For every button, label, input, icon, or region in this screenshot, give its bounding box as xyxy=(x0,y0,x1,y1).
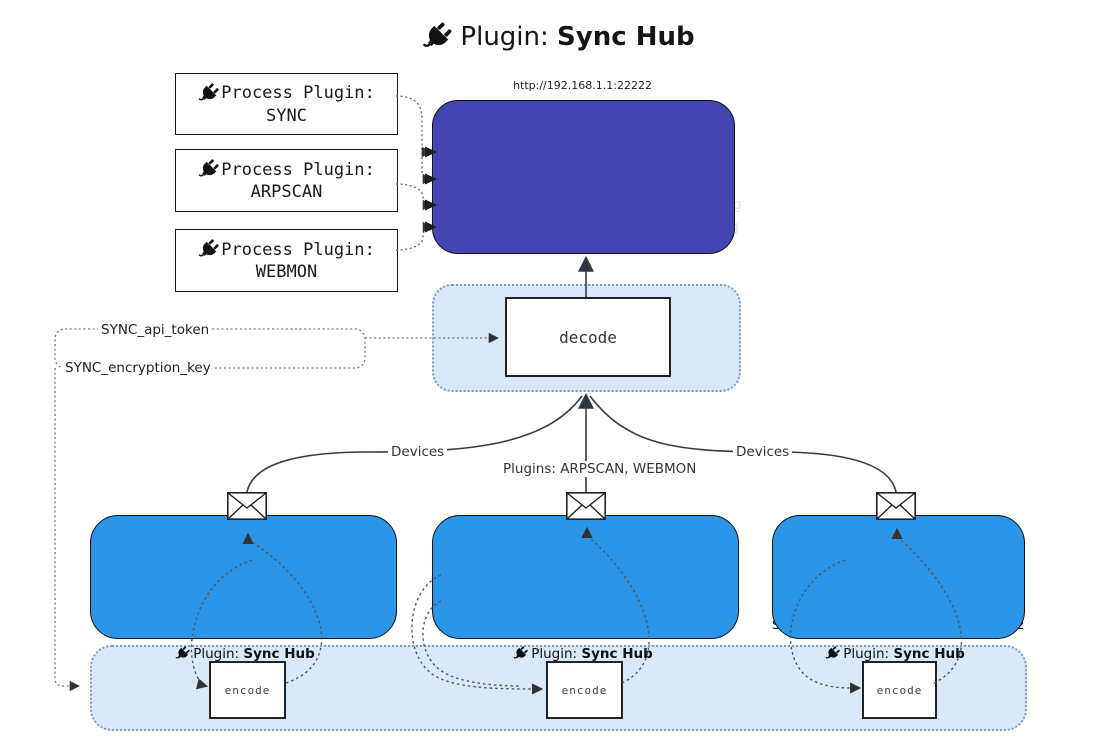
devices-label-left: Devices xyxy=(388,444,448,460)
process-plugin-box-sync: Process Plugin: SYNC xyxy=(175,73,398,135)
encode-box-1: encode xyxy=(209,661,286,719)
process-plugin-label: Process Plugin: xyxy=(221,239,375,260)
sync-encryption-key-label: SYNC_encryption_key xyxy=(62,360,214,376)
node-1-box xyxy=(90,515,397,639)
encode-box-2: encode xyxy=(546,661,623,719)
process-plugin-name: WEBMON xyxy=(255,262,318,282)
plugins-label-center: Plugins: ARPSCAN, WEBMON xyxy=(500,461,700,477)
plug-icon xyxy=(198,159,219,180)
plugin-hub-connectors xyxy=(395,95,434,251)
process-plugin-box-webmon: Process Plugin: WEBMON xyxy=(175,229,398,292)
plug-icon xyxy=(175,646,190,661)
encode-box-3: encode xyxy=(862,661,937,719)
process-plugin-name: ARPSCAN xyxy=(250,182,323,202)
plug-icon xyxy=(198,239,219,260)
hub-url: http://192.168.1.1:22222 xyxy=(513,79,652,92)
band-label-3: Plugin: Sync Hub xyxy=(800,645,990,662)
plug-icon xyxy=(825,646,840,661)
decode-box: decode xyxy=(505,297,671,377)
plug-icon xyxy=(198,83,219,104)
plug-icon xyxy=(422,22,452,52)
process-plugin-box-arpscan: Process Plugin: ARPSCAN xyxy=(175,149,398,212)
hub-box xyxy=(432,100,735,254)
process-plugin-label: Process Plugin: xyxy=(221,83,375,103)
sync-api-token-label: SYNC_api_token xyxy=(98,322,213,338)
band-label-1: Plugin: Sync Hub xyxy=(150,645,340,662)
band-label-2: Plugin: Sync Hub xyxy=(488,645,678,662)
node-3-box xyxy=(772,515,1025,639)
devices-label-right: Devices xyxy=(733,444,793,460)
page-title: Plugin: Sync Hub xyxy=(0,16,1117,58)
plug-icon xyxy=(513,646,528,661)
process-plugin-label: Process Plugin: xyxy=(221,159,375,180)
process-plugin-name: SYNC xyxy=(266,105,307,126)
node-2-box xyxy=(432,515,739,639)
page-title-text: Plugin: Sync Hub xyxy=(460,22,695,52)
